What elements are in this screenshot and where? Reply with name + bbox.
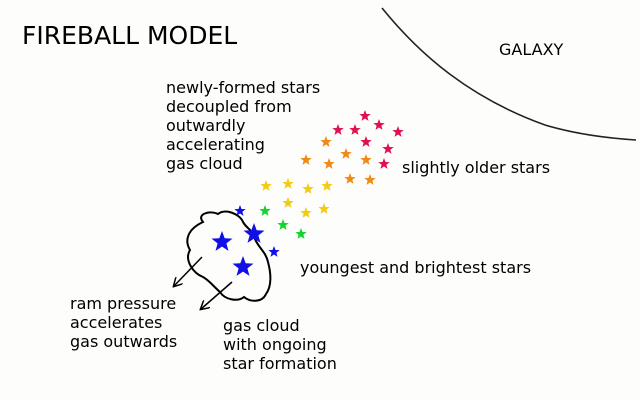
youngest-star-icon (232, 256, 254, 276)
young-star-icon (259, 205, 271, 216)
older-star-icon (360, 154, 372, 165)
older-star-icon (323, 158, 335, 169)
youngest-star-icon (243, 223, 265, 243)
older-star-icon (300, 154, 312, 165)
older-star-icon (320, 136, 332, 147)
ram-pressure-arrow-1 (174, 256, 203, 286)
gas-cloud-shape (186, 210, 272, 302)
ram-pressure-arrow-2 (201, 281, 233, 309)
young-star-icon (277, 219, 289, 230)
youngest-stars-label: youngest and brightest stars (300, 258, 532, 277)
newly-formed-stars-label: newly-formed stars decoupled from outwar… (166, 78, 321, 173)
middle-star-icon (300, 207, 312, 218)
middle-star-icon (302, 183, 314, 194)
middle-star-icon (282, 178, 294, 189)
oldest-star-icon (382, 143, 394, 154)
youngest-star-icon (268, 246, 280, 257)
young-star-icon (295, 228, 307, 239)
oldest-star-icon (378, 158, 390, 169)
youngest-star-icon (211, 231, 233, 251)
oldest-star-icon (360, 136, 372, 147)
oldest-star-icon (332, 124, 344, 135)
middle-star-icon (318, 203, 330, 214)
star-field (211, 110, 404, 276)
gas-cloud-label: gas cloud with ongoing star formation (223, 316, 337, 373)
middle-star-icon (260, 180, 272, 191)
older-star-icon (364, 174, 376, 185)
oldest-star-icon (359, 110, 371, 121)
older-star-icon (340, 148, 352, 159)
oldest-star-icon (349, 124, 361, 135)
youngest-star-icon (234, 205, 246, 216)
galaxy-label: GALAXY (499, 40, 564, 59)
galaxy-edge-curve (381, 7, 637, 141)
diagram-title: FIREBALL MODEL (22, 21, 238, 50)
slightly-older-stars-label: slightly older stars (402, 158, 551, 177)
oldest-star-icon (392, 126, 404, 137)
ram-pressure-label: ram pressure accelerates gas outwards (70, 294, 178, 351)
middle-star-icon (321, 180, 333, 191)
oldest-star-icon (373, 119, 385, 130)
middle-star-icon (282, 197, 294, 208)
older-star-icon (344, 173, 356, 184)
